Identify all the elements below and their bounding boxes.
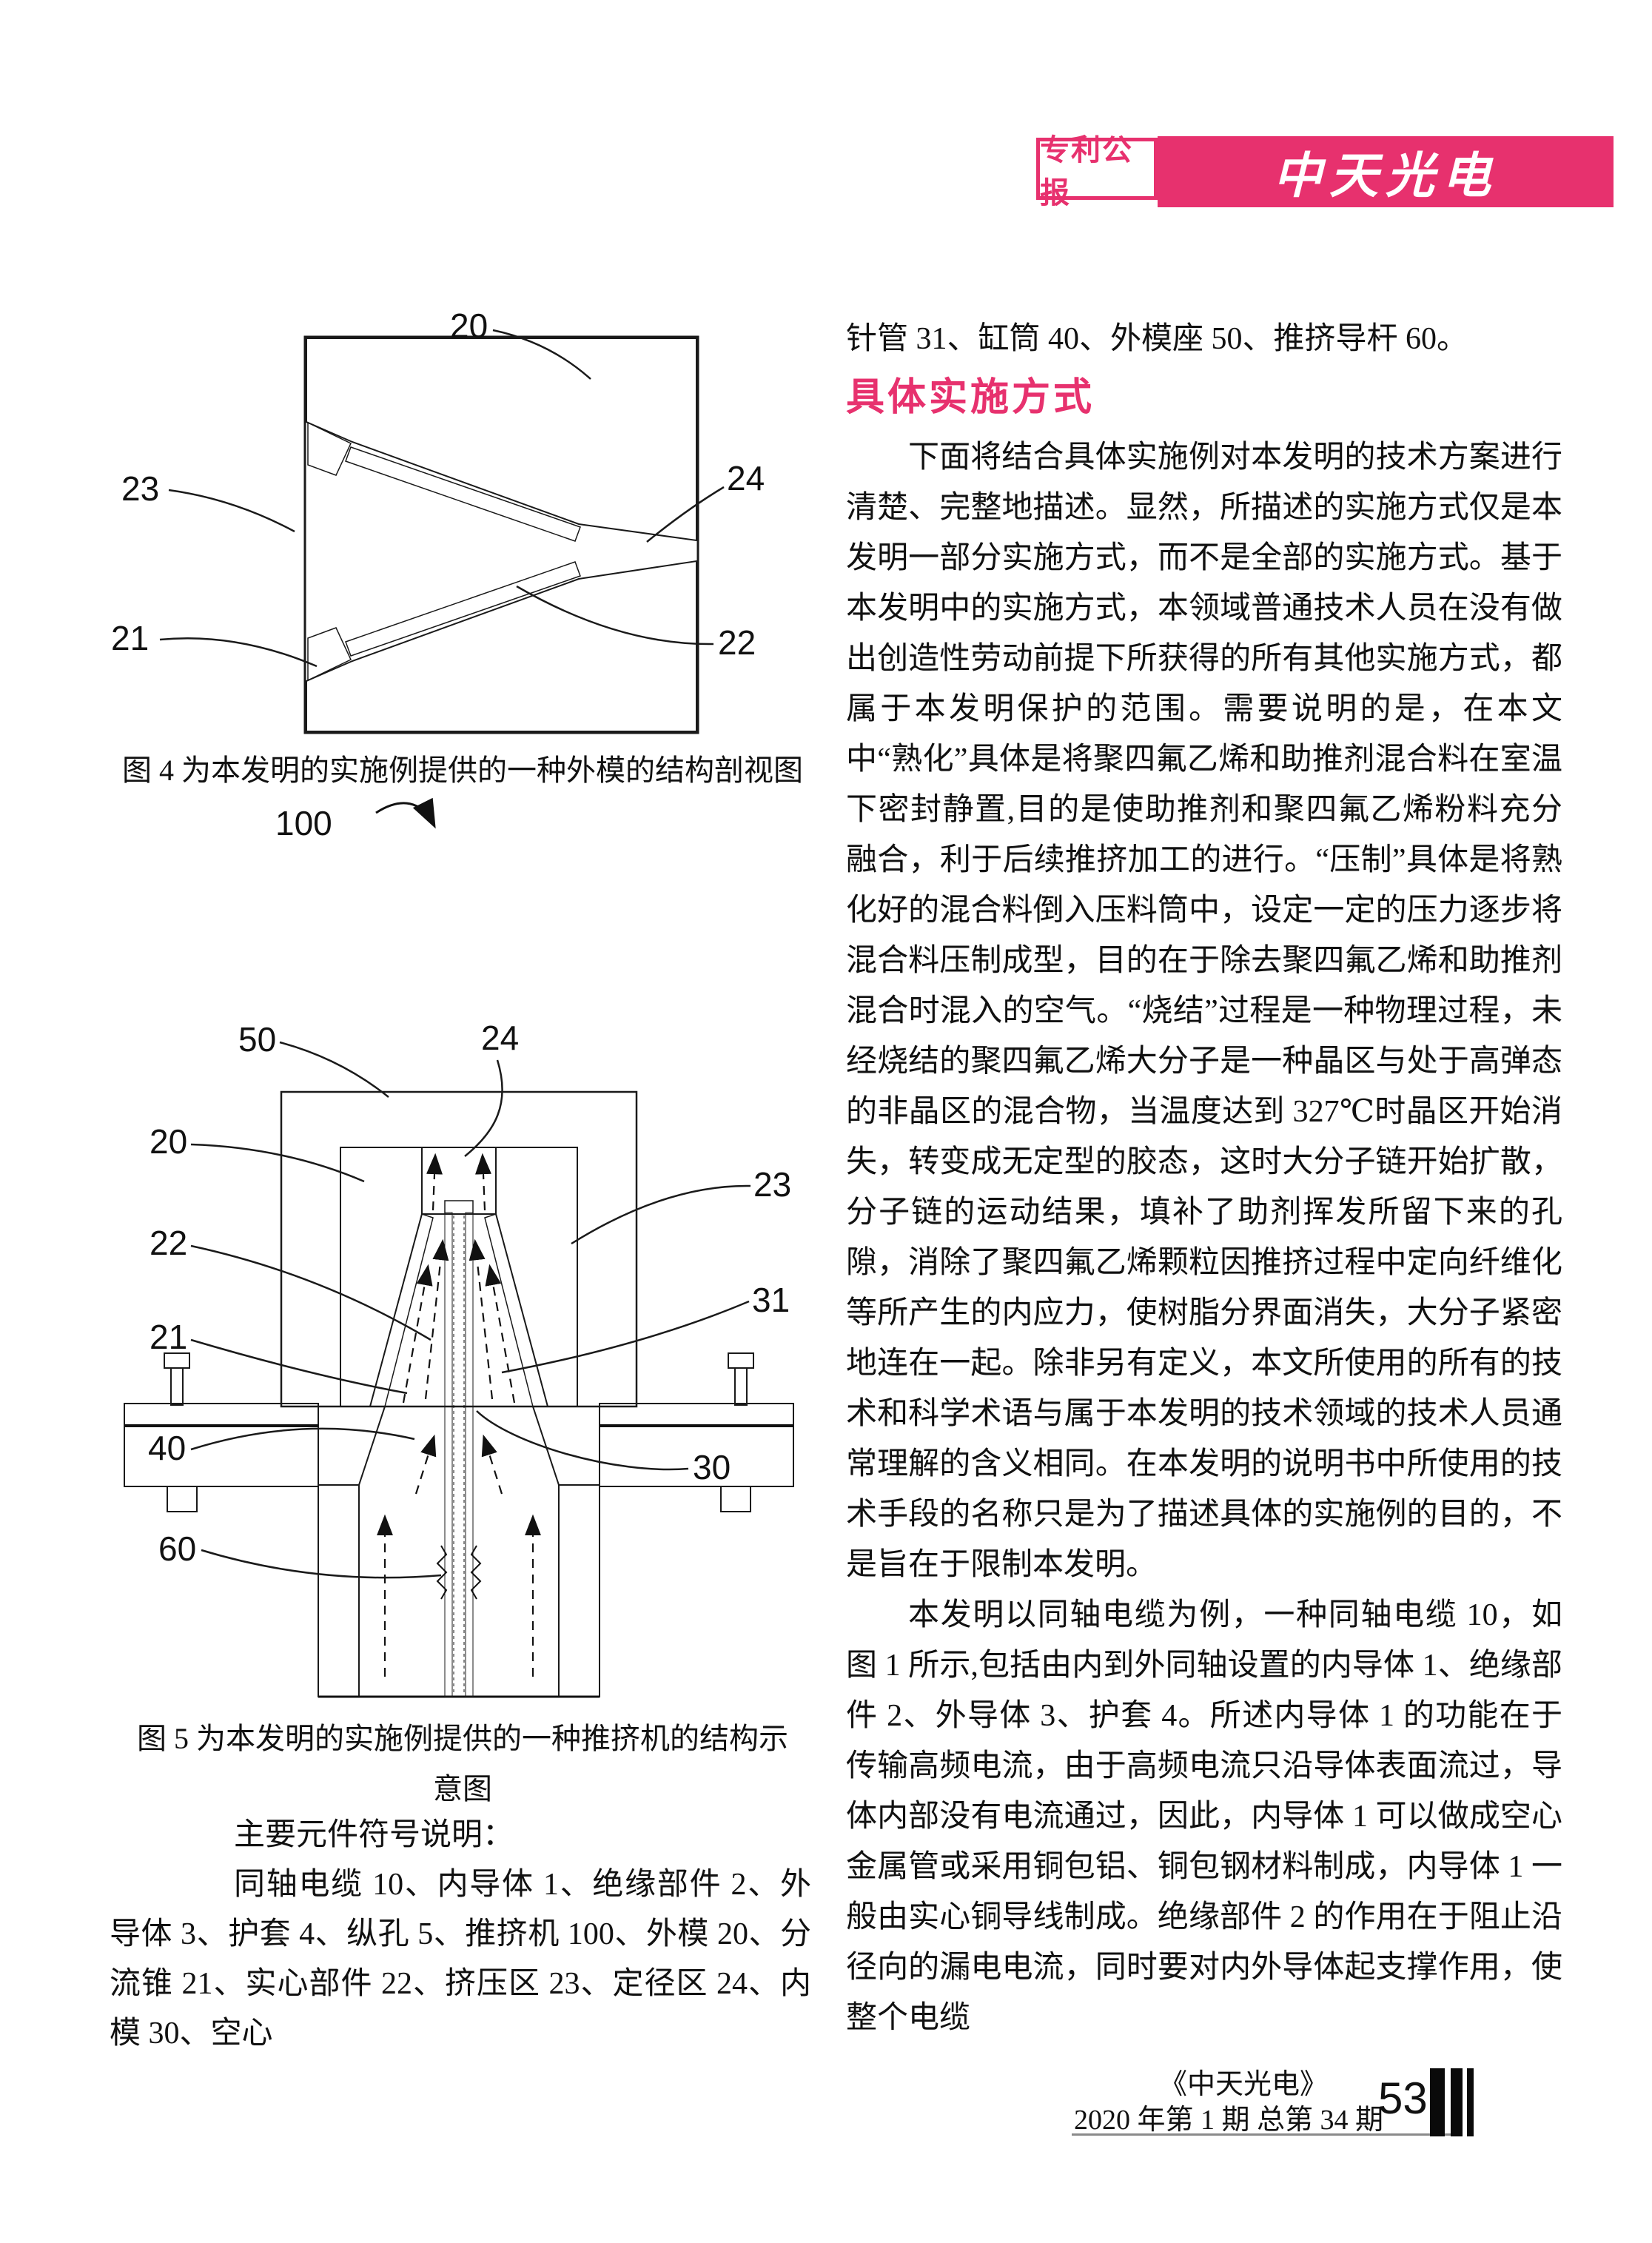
fig5-leader-30 — [476, 1410, 689, 1471]
fig5-label-30: 30 — [693, 1448, 731, 1486]
symbol-legend-text: 同轴电缆 10、内导体 1、绝缘部件 2、外导体 3、护套 4、纵孔 5、推挤机… — [110, 1868, 811, 2051]
fig5-cylinder-wall-right — [558, 1484, 600, 1697]
section-heading: 具体实施方式 — [846, 376, 1095, 419]
fig4-frame — [303, 335, 699, 734]
fig4-leader-20 — [492, 329, 591, 380]
fig5-label-40: 40 — [148, 1429, 186, 1467]
figure4-outer-mold-drawing: 20 23 24 21 22 — [111, 306, 765, 734]
fig5-label-60: 60 — [158, 1529, 196, 1568]
figure5-caption-line2: 意图 — [433, 1772, 492, 1806]
fig5-leader-31 — [501, 1300, 750, 1374]
fig5-leader-60 — [201, 1549, 442, 1579]
fig4-label-20: 20 — [450, 306, 488, 345]
figure5-caption-line1: 图 5 为本发明的实施例提供的一种推挤机的结构示 — [137, 1722, 788, 1755]
gazette-tag-box: 专利公报 — [1036, 134, 1158, 209]
brand-logo-text: 中天光电 — [1273, 150, 1498, 204]
fig5-leader-23 — [571, 1184, 751, 1245]
fig5-leader-22 — [190, 1244, 432, 1341]
gazette-tag-label: 专利公报 — [1040, 134, 1133, 209]
fig5-outer-die-holder — [280, 1090, 638, 1408]
fig5-transition-wedge-left — [318, 1406, 386, 1486]
footer-journal-title: 《中天光电》 — [1158, 2069, 1328, 2100]
fig4-label-21: 21 — [111, 619, 149, 657]
page-number: 53 — [1378, 2073, 1428, 2123]
figure5-reference-pointer: 100 — [275, 797, 436, 842]
brand-banner: 中天光电 — [1158, 136, 1614, 207]
symbol-legend: 主要元件符号说明： 同轴电缆 10、内导体 1、绝缘部件 2、外导体 3、护套 … — [110, 1811, 811, 2059]
symbol-legend-heading: 主要元件符号说明： — [234, 1818, 514, 1852]
pointer-arrow — [375, 797, 436, 829]
fig5-label-24: 24 — [481, 1019, 519, 1057]
fig5-flow-arrows — [377, 1153, 541, 1677]
fig4-top-block — [306, 338, 697, 542]
article-lead-line: 针管 31、缸筒 40、外模座 50、推挤导杆 60。 — [846, 322, 1468, 356]
fig5-needle-tube-wall-left — [444, 1212, 453, 1697]
fig4-leader-21 — [159, 637, 318, 668]
fig4-label-23: 23 — [121, 469, 159, 508]
fig4-label-24: 24 — [727, 459, 765, 497]
footer-bar-1 — [1430, 2068, 1445, 2136]
footer-issue-info: 2020 年第 1 期 总第 34 期 — [1073, 2105, 1383, 2136]
footer-rule — [1072, 2133, 1460, 2136]
fig5-spring-left — [436, 1545, 448, 1600]
fig5-label-22: 22 — [150, 1224, 187, 1262]
article-paragraph-1: 下面将结合具体实施例对本发明的技术方案进行清楚、完整地描述。显然，所描述的实施方… — [846, 440, 1562, 1582]
fig5-cone-strip-left — [369, 1213, 434, 1407]
fig4-bottom-block — [306, 560, 697, 732]
fig4-bottom-cone-piece — [307, 627, 352, 682]
fig5-cone-strip-right — [484, 1213, 548, 1407]
fig4-leader-23 — [168, 489, 295, 533]
fig5-label-20: 20 — [150, 1122, 187, 1161]
article-column: 针管 31、缸筒 40、外模座 50、推挤导杆 60。 具体实施方式 下面将结合… — [846, 314, 1562, 2043]
figure5-extruder-drawing: 50 24 20 22 23 21 31 30 40 60 — [124, 1019, 794, 1698]
fig4-top-cone-piece — [307, 421, 352, 476]
fig5-label-31: 31 — [752, 1281, 790, 1319]
fig5-needle-tube-wall-right — [465, 1212, 474, 1697]
article-paragraph-2: 本发明以同轴电缆为例，一种同轴电缆 10，如图 1 所示,包括由内到外同轴设置的… — [846, 1598, 1562, 2035]
fig5-cylinder-wall-left — [318, 1484, 360, 1697]
fig5-leader-40 — [190, 1427, 415, 1451]
fig4-top-liner-strip — [345, 446, 581, 542]
footer-bar-2 — [1451, 2068, 1463, 2136]
fig5-bolts — [164, 1352, 754, 1512]
fig4-leader-24 — [646, 486, 725, 543]
fig4-leader-22 — [516, 585, 714, 646]
fig5-leader-24 — [464, 1059, 503, 1157]
figure4-caption: 图 4 为本发明的实施例提供的一种外模的结构剖视图 — [122, 754, 803, 787]
fig5-spring-right — [470, 1545, 482, 1600]
fig5-outer-die — [340, 1147, 578, 1407]
footer-bar-3 — [1467, 2068, 1474, 2136]
pointer-label-100: 100 — [275, 804, 332, 842]
fig4-label-22: 22 — [718, 623, 756, 662]
fig5-leader-20 — [190, 1143, 365, 1183]
fig5-needle-tip — [444, 1200, 474, 1214]
fig5-label-21: 21 — [150, 1318, 187, 1356]
fig5-label-23: 23 — [753, 1165, 791, 1204]
fig5-leader-50 — [279, 1041, 389, 1098]
fig5-label-50: 50 — [238, 1020, 276, 1059]
fig5-leader-21 — [190, 1338, 408, 1395]
fig4-bottom-liner-strip — [345, 561, 581, 657]
fig5-extrusion-cone-cavity — [369, 1213, 549, 1407]
